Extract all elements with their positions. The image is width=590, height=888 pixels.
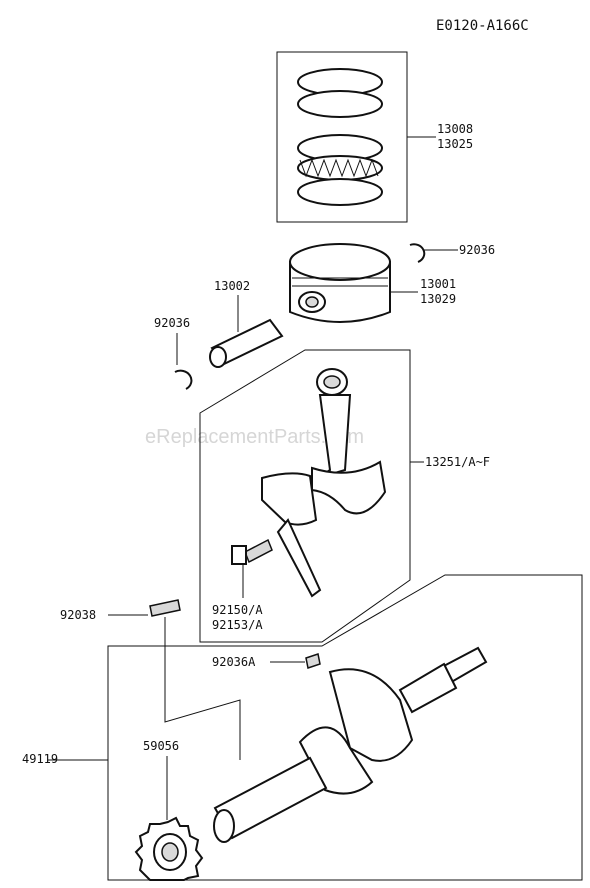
label-92150: 92150/A [212,603,263,617]
diagram-code: E0120-A166C [436,18,529,34]
label-13002: 13002 [214,279,250,293]
piston [289,243,391,323]
key-92036A [305,653,321,669]
label-92036-top: 92036 [459,243,495,257]
label-13008: 13008 [437,122,473,136]
piston-pin [209,318,284,368]
circlip-92036-top [409,243,426,263]
crankshaft [213,646,488,843]
label-92153: 92153/A [212,618,263,632]
label-49119: 49119 [22,752,58,766]
crankshaft-box [107,574,583,881]
label-13001: 13001 [420,277,456,291]
connecting-rod [231,368,387,598]
label-92036-left: 92036 [154,316,190,330]
connecting-rod-box [199,349,411,643]
label-13029: 13029 [420,292,456,306]
label-92038: 92038 [60,608,96,622]
key-92038 [149,599,181,617]
label-59056: 59056 [143,739,179,753]
label-92036A: 92036A [212,655,256,669]
circlip-92036-left [174,369,193,390]
crankshaft-gear [134,816,204,881]
label-13025: 13025 [437,137,473,151]
label-13251: 13251/A~F [425,455,490,469]
piston-ring-set [276,51,408,223]
